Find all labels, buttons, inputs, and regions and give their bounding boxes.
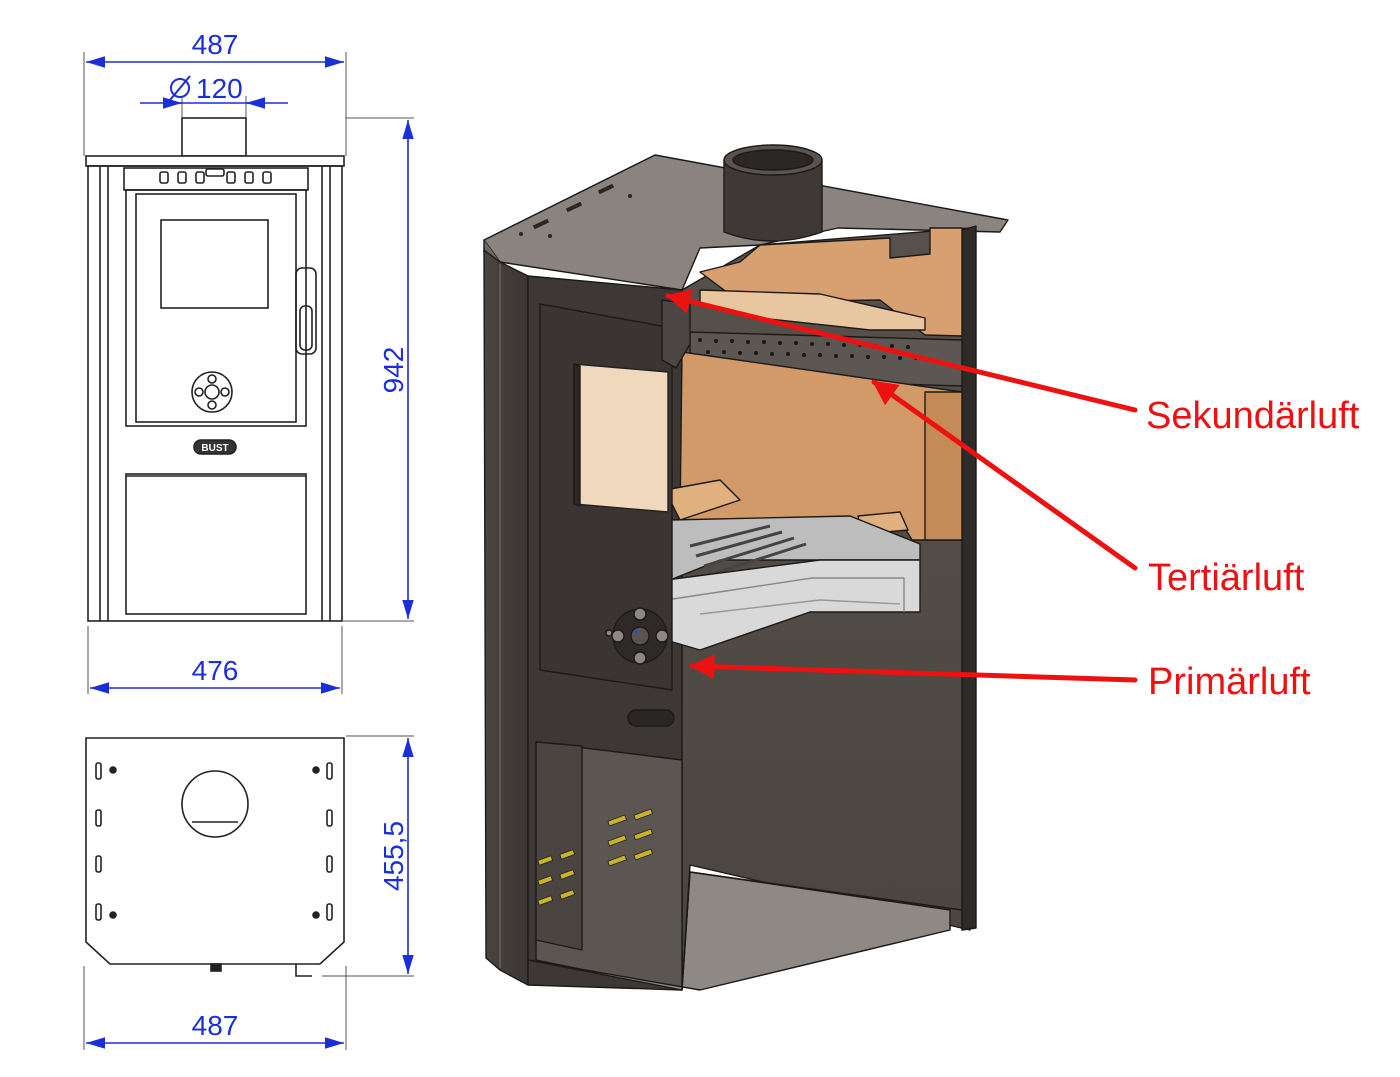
plan-view	[85, 737, 345, 977]
secondary-air-arrow	[665, 289, 1138, 413]
primary-air-arrow	[689, 654, 1138, 683]
depth-label: 455,5	[378, 821, 409, 891]
plan-dimensions	[83, 735, 414, 1050]
diameter-symbol-icon	[169, 75, 191, 101]
flue-pipe	[181, 117, 247, 157]
mounting-holes	[109, 766, 320, 919]
flue-diameter-label: 120	[196, 73, 243, 104]
control-buttons	[159, 168, 272, 184]
front-dimensions	[83, 52, 414, 694]
tertiary-air-label: Tertiärluft	[1148, 557, 1305, 599]
top-width-label: 487	[192, 29, 239, 60]
cutaway-view	[483, 144, 1009, 991]
plan-outline	[85, 737, 345, 965]
primary-air-label: Primärluft	[1148, 661, 1311, 703]
top-vents	[519, 183, 632, 238]
air-control-knob-icon	[191, 371, 233, 413]
cutaway-air-knob	[611, 607, 669, 665]
tertiary-air-holes	[698, 338, 918, 360]
stove-body	[87, 165, 343, 622]
door-handle	[295, 267, 317, 355]
wood-compartment	[125, 473, 307, 615]
cutaway-brand-badge	[627, 709, 675, 727]
mounting-slots	[95, 762, 333, 921]
top-plate	[85, 155, 345, 167]
compartment-vents	[537, 808, 653, 906]
brand-badge-text: BUST	[201, 443, 228, 454]
cutaway-left-panel	[483, 249, 529, 986]
front-view: BUST	[85, 117, 345, 622]
cutaway-flue-collar	[723, 144, 823, 242]
brand-badge	[193, 439, 237, 455]
tertiary-air-arrow	[871, 379, 1138, 571]
upper-firebrick	[699, 227, 963, 337]
flue-outlet	[181, 770, 249, 838]
door-window	[160, 219, 269, 309]
bottom-width-label: 487	[192, 1010, 239, 1041]
height-label: 942	[378, 347, 409, 394]
firebox-door	[125, 189, 307, 427]
base-width-label: 476	[192, 655, 239, 686]
callout-arrows	[665, 289, 1138, 683]
secondary-air-label: Sekundärluft	[1146, 395, 1360, 437]
cutaway-door-glass	[573, 363, 669, 513]
